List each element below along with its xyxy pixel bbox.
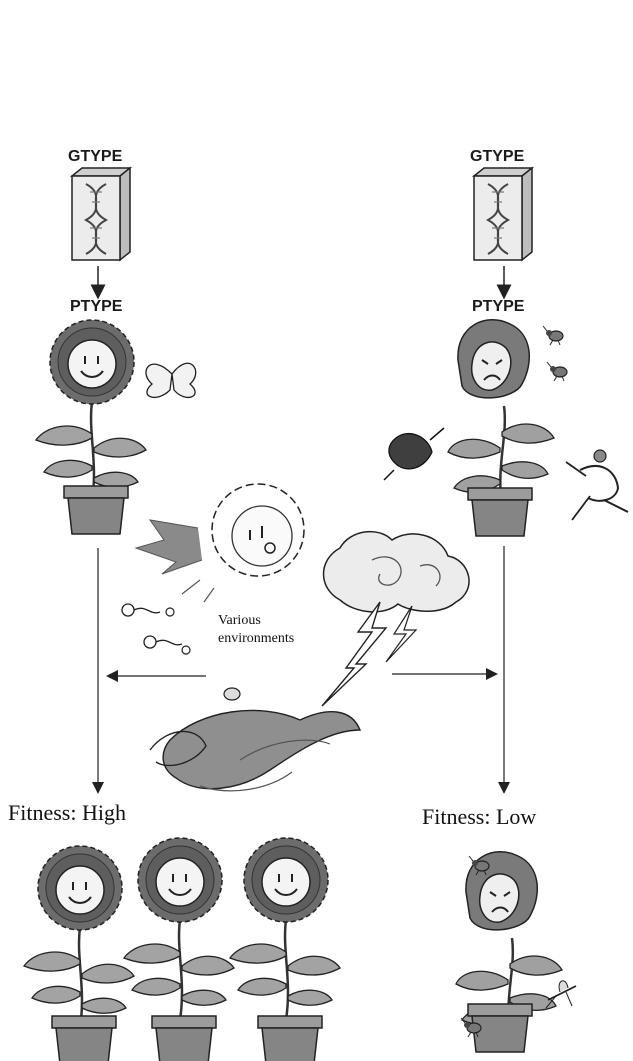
insect-icon <box>547 362 567 381</box>
phenotype-label-left: PTYPE <box>70 298 122 316</box>
flower-pot-icon <box>258 1016 322 1061</box>
lightning-icon <box>322 602 416 706</box>
mantis-icon <box>566 450 628 520</box>
sunflower-icon <box>24 846 134 1028</box>
flower-pot-icon <box>52 1016 116 1061</box>
environment-label-line1: Various <box>218 612 294 630</box>
environment-label-line2: environments <box>218 630 294 648</box>
flower-pot-icon <box>152 1016 216 1061</box>
beetle-icon <box>384 428 444 480</box>
insect-icon <box>543 326 563 345</box>
wilted-flower-icon <box>448 320 554 506</box>
sunflower-icon <box>230 838 340 1020</box>
phenotype-label-right: PTYPE <box>472 298 524 316</box>
genotype-label-left: GTYPE <box>68 148 122 166</box>
sun-icon <box>136 484 304 602</box>
environment-label: Various environments <box>218 612 294 648</box>
butterfly-icon <box>146 363 196 397</box>
genotype-label-right: GTYPE <box>470 148 524 166</box>
sunflower-icon <box>36 320 146 502</box>
flower-pot-icon <box>64 486 128 534</box>
wind-icon <box>150 710 360 790</box>
flower-pot-icon <box>468 488 532 536</box>
cloud-icon <box>324 532 470 612</box>
sunflower-icon <box>124 838 234 1020</box>
dna-box-icon <box>474 168 532 260</box>
fitness-high-label: Fitness: High <box>8 800 126 826</box>
fitness-low-label: Fitness: Low <box>422 804 536 830</box>
dna-box-icon <box>72 168 130 260</box>
